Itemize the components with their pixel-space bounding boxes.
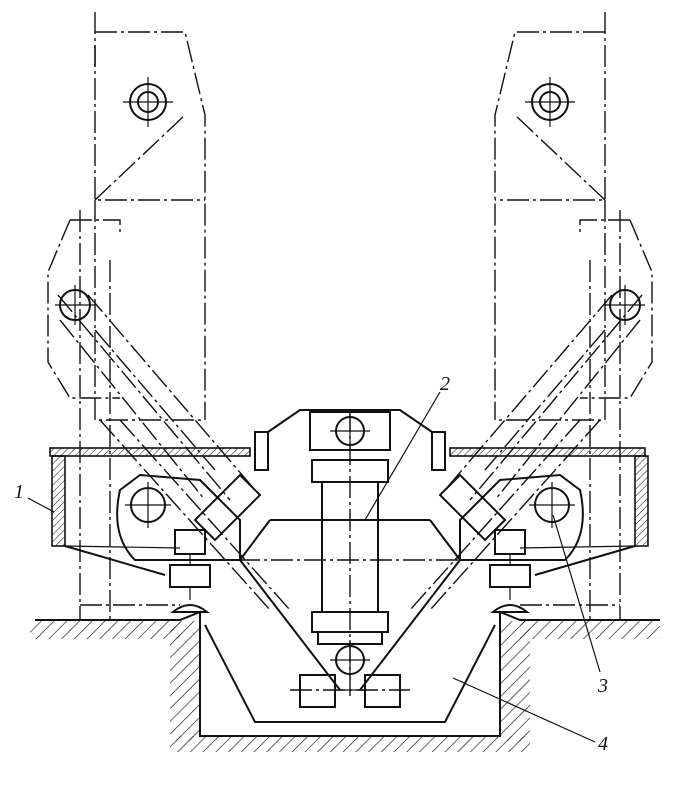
right-arm	[440, 285, 645, 540]
left-arm	[55, 285, 260, 540]
left-roller	[170, 530, 210, 612]
left-column-pin	[123, 77, 173, 127]
label-part-4: 4	[598, 733, 608, 755]
right-column	[495, 12, 652, 620]
hydraulic-cylinder	[312, 410, 388, 700]
label-part-1: 1	[14, 481, 24, 503]
platform-beam	[50, 448, 648, 575]
right-roller	[490, 530, 530, 612]
label-part-3: 3	[597, 675, 608, 697]
left-column	[48, 12, 205, 620]
label-part-2: 2	[440, 373, 450, 395]
right-column-pin	[525, 77, 575, 127]
